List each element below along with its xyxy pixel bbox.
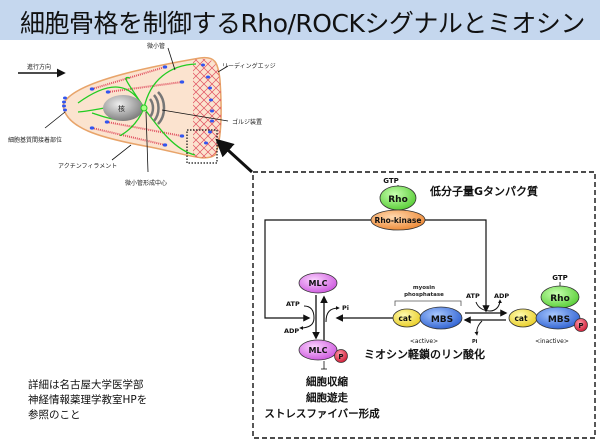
gtp-label-inactive: GTP	[552, 274, 568, 282]
golgi-label: ゴルジ装置	[232, 118, 262, 126]
pathway-diagram: GTP Rho Rho-kinase 低分子量Gタンパク質 MLC ATP AD…	[264, 177, 588, 420]
phosphorylation-label: ミオシン軽鎖のリン酸化	[364, 347, 485, 361]
atp-adp-curve-mbs	[475, 299, 502, 312]
title-bar: 細胞骨格を制御するRho/ROCKシグナルとミオシン	[0, 0, 600, 40]
footnote-line-1: 詳細は名古屋大学医学部	[28, 378, 144, 391]
small-g-protein-label: 低分子量Gタンパク質	[429, 184, 538, 198]
gtp-label-top: GTP	[383, 177, 399, 185]
inactive-label: <inactive>	[535, 338, 569, 345]
rho-kinase-label: Rho-kinase	[375, 216, 422, 225]
atp-adp-curve	[299, 305, 315, 330]
atp-label-mbs: ATP	[466, 292, 480, 300]
pi-curve-mbs	[474, 320, 483, 336]
callout-lines	[44, 47, 229, 173]
mlc-label: MLC	[309, 279, 328, 288]
adp-label-mbs: ADP	[494, 292, 509, 300]
adhesion-label: 細胞基質間接着部位	[8, 136, 62, 144]
mbs-label-active: MBS	[431, 315, 453, 325]
phosphate-label-mlc: P	[338, 353, 343, 361]
mlc-node	[298, 272, 338, 294]
outcome-contraction: 細胞収縮	[306, 375, 348, 388]
microtubule-label: 微小管	[147, 42, 165, 50]
golgi-apparatus	[148, 91, 166, 125]
mbs-node-active	[419, 306, 463, 330]
mlc-p-label: MLC	[309, 346, 328, 355]
nucleus-label: 核	[118, 104, 125, 113]
active-label: <active>	[410, 338, 438, 345]
footnote-line-3: 参照のこと	[28, 408, 81, 421]
leading-edge-mesh	[193, 58, 222, 159]
atp-label-mlc: ATP	[286, 300, 300, 308]
adhesion-sites	[62, 63, 214, 147]
pathway-panel	[252, 171, 596, 439]
zoom-arrow	[215, 138, 254, 174]
pi-label-mlc: Pi	[342, 304, 349, 312]
mbs-label-inactive: MBS	[548, 315, 570, 325]
pi-curve-mlc	[325, 306, 340, 323]
mtoc-label: 微小管形成中心	[125, 179, 167, 187]
cat-label-active: cat	[398, 314, 412, 323]
actin-label: アクチンフィラメント	[58, 163, 117, 170]
footnote-line-2: 神経情報薬理学教室HPを	[28, 393, 147, 406]
outcome-migration: 細胞遊走	[306, 391, 348, 404]
phosphate-badge-mlc	[334, 349, 348, 363]
leading-edge-label: リーディングエッジ	[222, 62, 276, 70]
mbs-node-inactive	[535, 306, 581, 330]
phosphate-badge-mbs	[574, 318, 588, 332]
myosin-label: myosin	[413, 285, 435, 291]
rho-label-inactive: Rho	[550, 294, 570, 304]
mtoc	[140, 104, 148, 112]
phosphate-label-mbs: P	[578, 322, 583, 330]
phosphatase-label: phosphatase	[404, 292, 444, 298]
rho-kinase-to-mbs-arrow	[425, 219, 490, 313]
mlc-p-node	[298, 339, 338, 361]
outcome-stress-fiber: ストレスファイバー形成	[264, 407, 380, 420]
footnote: 詳細は名古屋大学医学部 神経情報薬理学教室HPを 参照のこと	[28, 378, 147, 421]
phosphatase-bracket	[394, 300, 462, 306]
pi-label-mbs: Pi	[472, 339, 478, 345]
cell-diagram: 進行方向	[8, 42, 276, 187]
nucleus	[103, 95, 143, 121]
page-title: 細胞骨格を制御するRho/ROCKシグナルとミオシン	[20, 9, 585, 38]
cat-label-inactive: cat	[514, 314, 528, 323]
rho-label: Rho	[388, 195, 408, 205]
direction-label: 進行方向	[27, 63, 51, 71]
rho-kinase-to-mlc-arrow	[264, 219, 371, 322]
adp-label-mlc: ADP	[284, 327, 299, 335]
